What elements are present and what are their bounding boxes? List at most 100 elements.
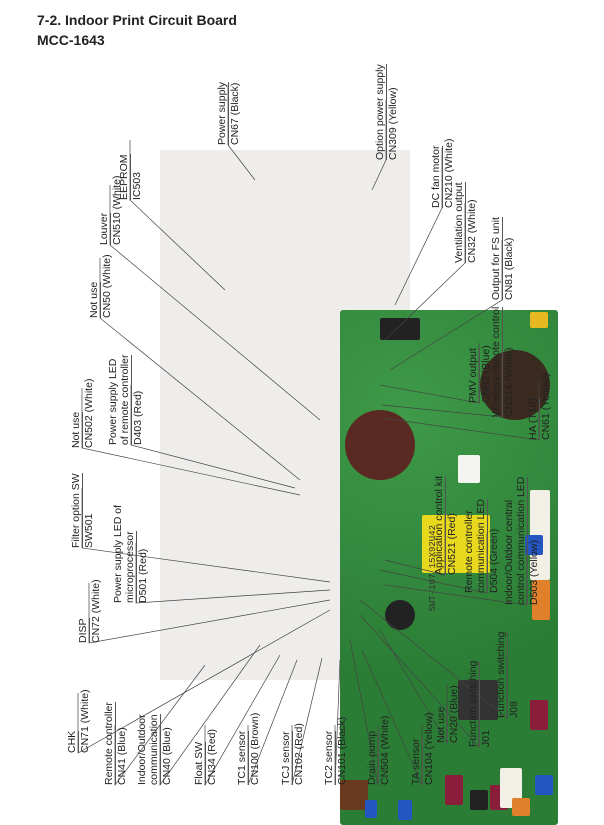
relay <box>458 455 480 483</box>
label-line: CN101 (Black) <box>336 716 348 785</box>
leader-line-d403 <box>130 385 296 489</box>
label-line: CN104 (Yellow) <box>423 712 435 785</box>
leader-line-d501 <box>135 543 331 604</box>
section-title: 7-2. Indoor Print Circuit Board <box>37 12 237 28</box>
leader-line-cn101 <box>334 659 341 786</box>
label-line: DISP <box>77 618 90 643</box>
label-line: D403 (Red) <box>132 390 144 445</box>
label-line: CN521 (Red) <box>446 513 458 575</box>
cpu <box>458 680 498 720</box>
label-line: CN41 (Blue) <box>116 727 128 785</box>
label-line: CN102 (Red) <box>293 723 305 785</box>
label-line: CN67 (Black) <box>229 82 241 145</box>
label-line: communication LED <box>475 499 488 593</box>
label-line: CN214 (White) <box>503 347 515 417</box>
label-line: CN100 (Brown) <box>249 712 261 785</box>
label-line: Not use <box>88 281 101 318</box>
leader-line-cn67 <box>227 85 256 181</box>
label-line: CN309 (Yellow) <box>387 87 399 160</box>
leader-line-cn82 <box>379 343 480 404</box>
label-line: PMV output <box>467 348 480 403</box>
connector-orange <box>532 580 550 620</box>
circuit-board: SWT-107 15X92U42 <box>340 310 558 825</box>
label-line: IC503 <box>131 171 143 200</box>
capacitor <box>345 410 415 480</box>
label-line: Drain pump <box>366 730 379 785</box>
leader-line-cn72 <box>88 583 331 644</box>
label-line: CN32 (White) <box>466 199 478 263</box>
leader-line-cn32 <box>384 203 466 341</box>
connector-black <box>470 790 488 810</box>
label-line: Power supply LED <box>107 358 119 445</box>
leader-line-cn521 <box>384 515 446 576</box>
label-line: TCJ sensor <box>280 731 293 785</box>
leader-line-cn504 <box>349 639 379 786</box>
label-line: D503 (Yellow) <box>528 540 540 605</box>
label-line: TC2 sensor <box>323 730 336 785</box>
connector-blue <box>535 775 553 795</box>
leader-line-d504 <box>379 533 488 594</box>
label-cn61: HA (T10)CN61 (Yellow) <box>527 373 552 440</box>
leader-line-j08 <box>359 599 508 719</box>
label-line: CN20 (Blue) <box>448 685 460 743</box>
label-line: Louver <box>98 212 111 245</box>
label-line: J08 <box>508 701 520 718</box>
label-line: Remote controller <box>103 702 116 785</box>
leader-line-ic503 <box>129 140 226 291</box>
label-line: CN72 (White) <box>90 579 102 643</box>
label-line: Option power supply <box>374 64 387 160</box>
leader-line-cn502 <box>81 388 301 496</box>
leader-line-cn41 <box>114 664 206 787</box>
transformer <box>422 515 490 573</box>
leader-line-cn20 <box>379 629 448 745</box>
label-line: CN502 (White) <box>83 378 95 448</box>
leader-line-d503 <box>384 545 528 606</box>
label-line: TA sensor <box>410 738 423 785</box>
leader-line-cn104 <box>361 649 423 786</box>
leader-line-cn34 <box>204 654 281 787</box>
leader-line-cn100 <box>247 659 298 786</box>
label-line: Float SW <box>193 741 206 785</box>
label-line: TC1 sensor <box>236 730 249 785</box>
label-line: CHK <box>66 730 79 753</box>
label-line: Indoor/Outdoor <box>136 714 148 785</box>
label-line: control communication LED <box>515 476 528 605</box>
label-line: Power supply LED of <box>112 504 124 603</box>
leader-line-cn214 <box>381 357 503 418</box>
connector-blue <box>398 800 412 820</box>
label-line: CN504 (White) <box>379 715 391 785</box>
label-line: Power supply <box>216 81 229 145</box>
pcb-photo: SWT-107 15X92U42 <box>160 150 558 825</box>
label-line: Application control kit <box>433 475 446 575</box>
connector-cn67 <box>380 318 420 340</box>
label-line: Indoor/Outdoor central <box>503 499 515 605</box>
label-line: Remote controller <box>463 510 475 593</box>
capacitor-small <box>385 600 415 630</box>
connector-blue <box>525 535 543 555</box>
label-line: Not use <box>435 706 448 743</box>
label-line: Function switching <box>495 631 508 718</box>
label-line: Function switching <box>467 660 480 747</box>
label-line: D504 (Green) <box>488 528 500 593</box>
choke-coil <box>480 350 550 420</box>
label-line: of remote controller <box>119 354 132 445</box>
